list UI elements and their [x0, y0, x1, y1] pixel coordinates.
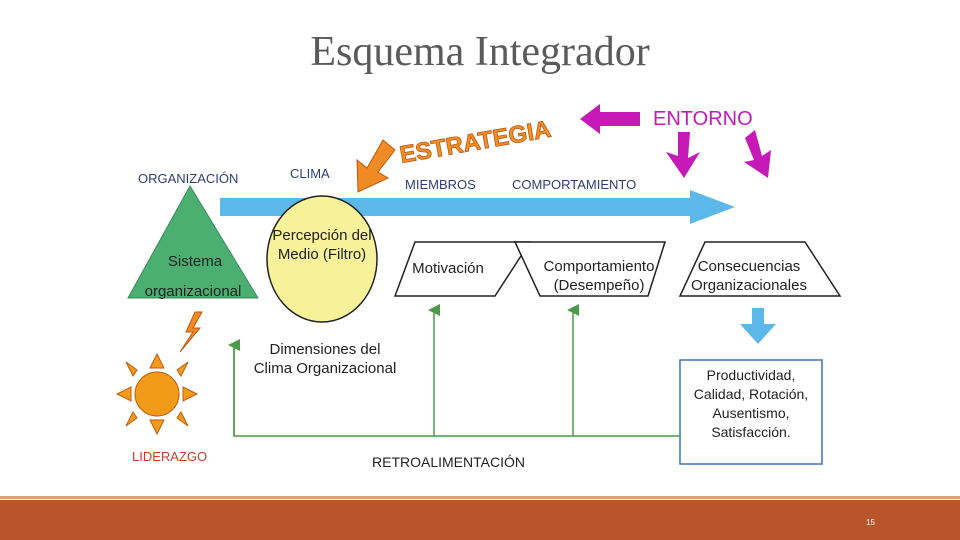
motivacion-parallelogram: [393, 241, 532, 297]
entorno-label: ENTORNO: [653, 108, 753, 130]
sistema-text-1: Sistema: [167, 253, 223, 270]
motivacion-text: Motivación: [412, 260, 484, 277]
sun-icon: [115, 352, 199, 436]
estrategia-arrow: [356, 139, 396, 193]
entorno-arrows: [580, 104, 771, 178]
sistema-triangle: [127, 185, 259, 299]
retroalimentacion-lines: [228, 304, 680, 437]
consecuencias-text: Consecuencias Organizacionales: [691, 258, 807, 294]
clima-label: CLIMA: [290, 166, 330, 181]
lightning-icon: [179, 311, 203, 353]
dimensiones-text: Dimensiones del Clima Organizacional: [253, 341, 397, 377]
miembros-label: MIEMBROS: [405, 177, 476, 192]
percepcion-text: Percepción del Medio (Filtro): [272, 227, 372, 263]
sistema-text-2: organizacional: [144, 283, 242, 300]
resultados-text: Productividad, Calidad, Rotación, Ausent…: [693, 367, 809, 440]
down-arrow: [740, 308, 776, 344]
resultados-box: [679, 359, 823, 465]
percepcion-circle: [266, 195, 378, 323]
consecuencias-trapezoid: [678, 241, 842, 297]
comportamiento-trapezoid: [513, 241, 667, 297]
footer-divider: [0, 496, 960, 499]
estrategia-wordart: ESTRATEGIA: [398, 116, 553, 169]
page-title: Esquema Integrador: [310, 29, 650, 75]
organizacion-label: ORGANIZACIÓN: [138, 171, 239, 186]
comportamiento-label: COMPORTAMIENTO: [512, 177, 637, 192]
retroalimentacion-label: RETROALIMENTACIÓN: [372, 454, 525, 470]
page-number: 15: [866, 518, 875, 527]
footer-bar: [0, 500, 960, 540]
comportamiento-text: Comportamiento (Desempeño): [543, 258, 655, 294]
liderazgo-label: LIDERAZGO: [132, 449, 208, 464]
